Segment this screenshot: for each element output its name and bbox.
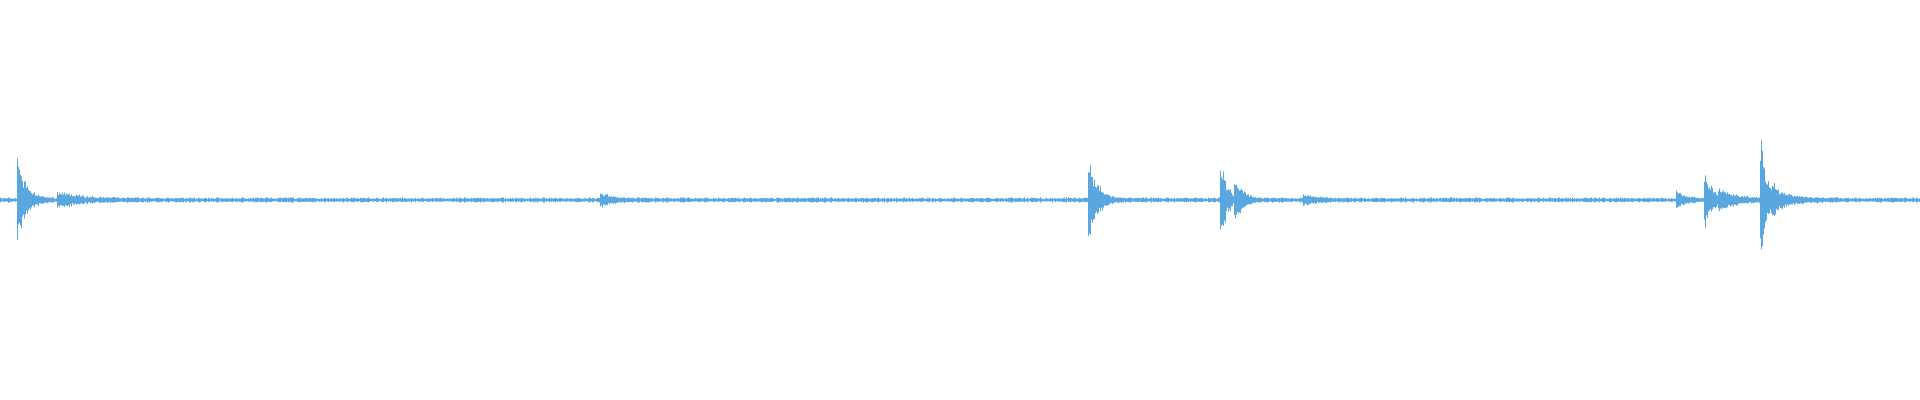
- waveform-trace: [0, 140, 1920, 250]
